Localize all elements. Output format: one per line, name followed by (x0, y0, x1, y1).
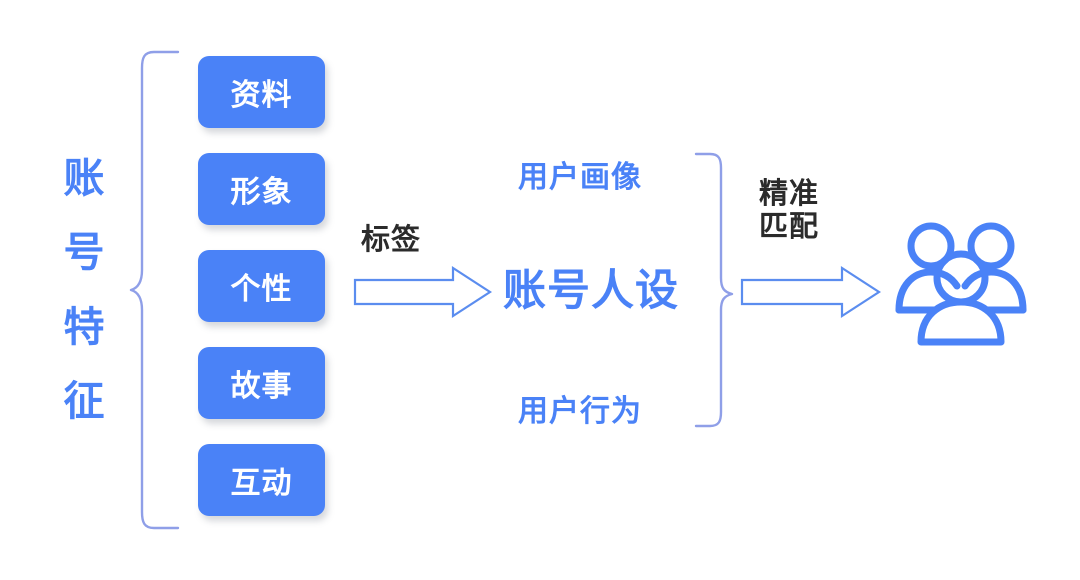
feature-box-2-label: 形象 (230, 176, 293, 209)
feature-box-1-label: 资料 (230, 79, 293, 112)
feature-box-5[interactable]: 互动 (198, 444, 325, 516)
feature-box-1[interactable]: 资料 (198, 56, 325, 128)
feature-box-3[interactable]: 个性 (198, 250, 325, 322)
feature-box-3-label: 个性 (230, 273, 293, 306)
feature-box-4-label: 故事 (230, 370, 293, 403)
arrow-right-1-icon (353, 265, 493, 319)
persona-top-label: 用户画像 (518, 161, 642, 194)
left-curly-brace (128, 48, 184, 532)
persona-bottom-label: 用户行为 (518, 395, 642, 428)
feature-box-5-label: 互动 (230, 467, 293, 500)
arrow1-label: 标签 (361, 224, 422, 256)
title-char-3: 特 (63, 303, 105, 350)
title-char-4: 征 (63, 377, 105, 424)
page-title-vertical: 账 号 特 征 (52, 158, 116, 422)
group-of-people-icon (895, 218, 1027, 346)
title-char-2: 号 (63, 229, 105, 276)
title-char-1: 账 (63, 155, 105, 201)
arrow-right-2-icon (740, 265, 882, 319)
feature-box-2[interactable]: 形象 (198, 153, 325, 225)
feature-box-4[interactable]: 故事 (198, 347, 325, 419)
persona-main-label: 账号人设 (503, 267, 679, 315)
arrow2-label: 精准 匹配 (759, 178, 820, 244)
right-curly-brace (692, 150, 738, 430)
